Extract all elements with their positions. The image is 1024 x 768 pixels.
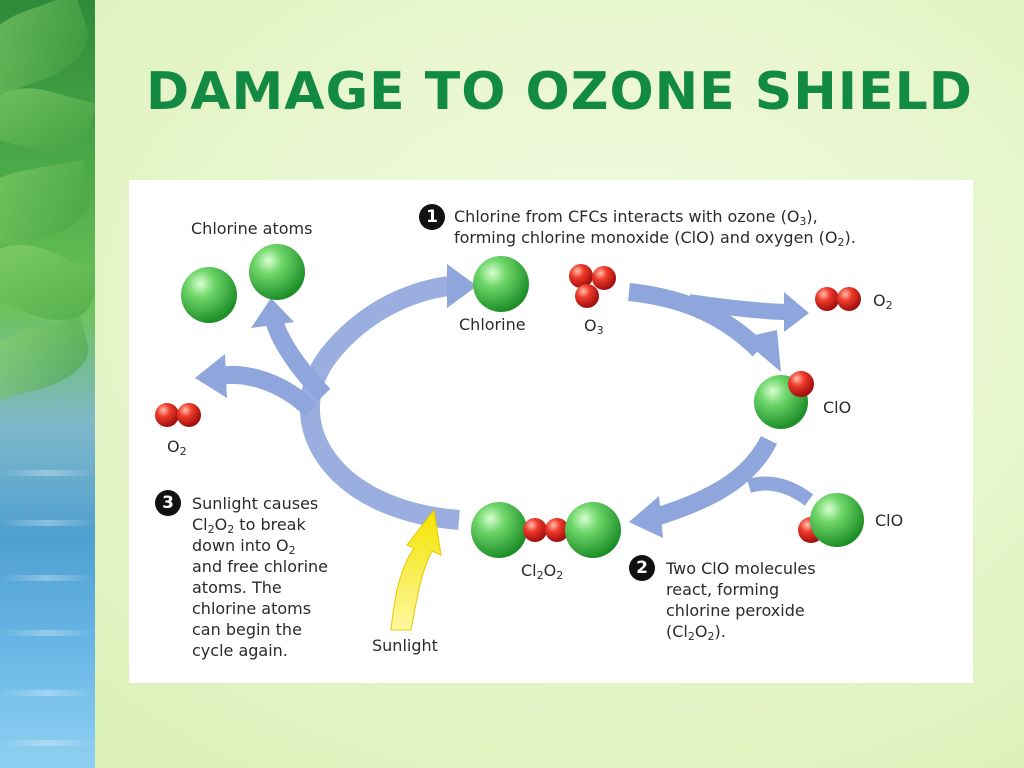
water-wave	[0, 520, 95, 526]
water-wave	[0, 690, 95, 696]
chlorine-atom	[810, 493, 864, 547]
arrowhead-to-chlorine-atoms	[251, 298, 294, 328]
arrowhead-to-clo	[741, 330, 781, 372]
arrow-to-chlorine-atoms	[265, 317, 331, 402]
leaf-decoration	[0, 78, 95, 162]
leaf-decoration	[0, 316, 95, 404]
label-cl2o2: Cl2O2	[521, 561, 564, 582]
step-2-text: Two ClO molecules react, forming chlorin…	[666, 559, 816, 643]
step-2-badge: 2	[629, 555, 655, 581]
label-o2-top: O2	[873, 291, 893, 312]
arrowhead-to-cl2o2	[629, 496, 663, 538]
water-wave	[0, 575, 95, 581]
oxygen-atom	[545, 518, 569, 542]
label-chlorine: Chlorine	[459, 315, 526, 334]
step-3-badge: 3	[155, 490, 181, 516]
ozone-cycle-diagram	[155, 244, 864, 631]
chlorine-atom	[565, 502, 621, 558]
label-sunlight: Sunlight	[372, 636, 438, 655]
sunlight-bolt-icon	[390, 508, 442, 631]
label-o2-left: O2	[167, 437, 187, 458]
ozone-diagram-panel: Chlorine atoms Chlorine O3 O2 O2 ClO ClO…	[129, 180, 973, 683]
step-3-text: Sunlight causes Cl2O2 to break down into…	[192, 494, 328, 660]
decorative-side-strip	[0, 0, 95, 768]
arrowhead-to-chlorine	[447, 264, 477, 308]
water-wave	[0, 630, 95, 636]
oxygen-atom	[592, 266, 616, 290]
water-wave	[0, 740, 95, 746]
oxygen-atom	[177, 403, 201, 427]
arrowhead-to-o2-top	[784, 292, 809, 332]
oxygen-atom	[837, 287, 861, 311]
cycle-arrow-left	[300, 276, 460, 530]
chlorine-atom	[181, 267, 237, 323]
chlorine-atom	[471, 502, 527, 558]
step-1-badge: 1	[419, 204, 445, 230]
label-clo-1: ClO	[823, 398, 852, 417]
leaf-decoration	[0, 160, 95, 250]
slide-title: DAMAGE TO OZONE SHIELD	[146, 62, 973, 122]
label-chlorine-atoms: Chlorine atoms	[191, 219, 313, 238]
arrow-to-o2-left	[219, 365, 318, 417]
oxygen-atom	[155, 403, 179, 427]
oxygen-atom	[569, 264, 593, 288]
arrow-to-cl2o2	[656, 435, 778, 525]
chlorine-atom	[473, 256, 529, 312]
step-1-text: Chlorine from CFCs interacts with ozone …	[454, 207, 856, 249]
oxygen-atom	[815, 287, 839, 311]
chlorine-atom	[249, 244, 305, 300]
oxygen-atom	[575, 284, 599, 308]
oxygen-atom	[788, 371, 814, 397]
arrow-from-clo-2	[746, 476, 814, 506]
water-wave	[0, 470, 95, 476]
oxygen-atom	[523, 518, 547, 542]
leaf-decoration	[0, 0, 95, 97]
arrow-to-o2-top	[687, 294, 790, 320]
label-clo-2: ClO	[875, 511, 904, 530]
arrowhead-to-o2-left	[195, 354, 227, 398]
label-o3: O3	[584, 316, 604, 337]
